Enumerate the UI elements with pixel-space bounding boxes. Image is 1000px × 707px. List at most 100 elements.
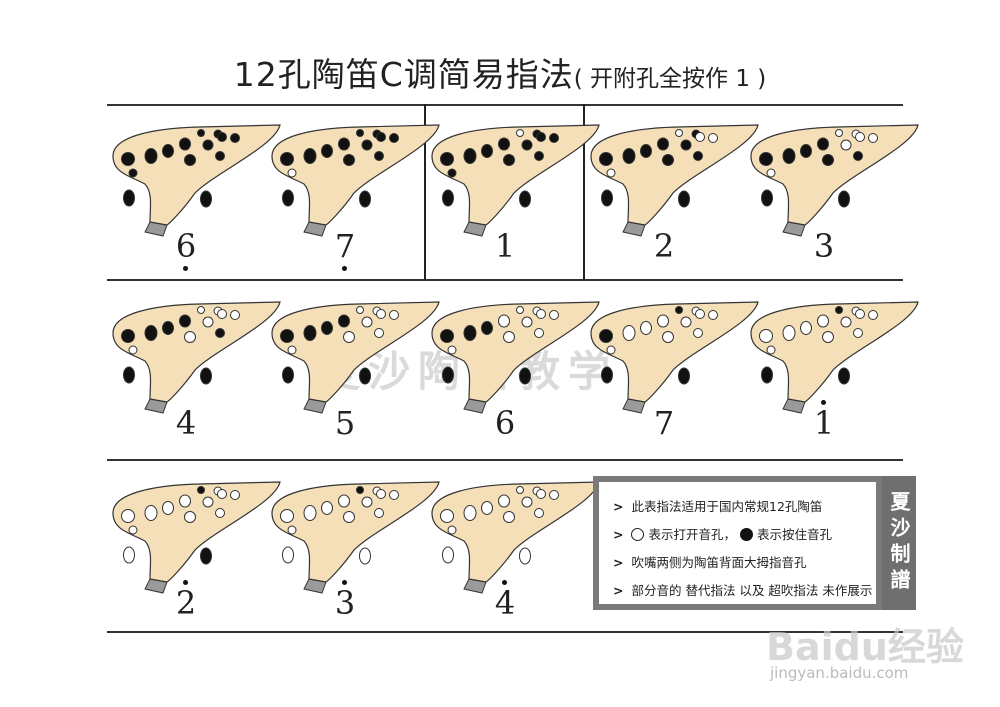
closed-hole (303, 325, 317, 341)
open-hole (516, 129, 524, 137)
divider-vertical-right (583, 104, 585, 280)
closed-hole (123, 189, 135, 207)
closed-hole (359, 367, 371, 385)
open-hole (376, 309, 386, 319)
open-hole (442, 546, 454, 564)
note-label: 2 (653, 227, 675, 265)
note-number: 6 (475, 407, 535, 439)
closed-hole (853, 151, 863, 161)
closed-hole (782, 148, 796, 164)
closed-hole (282, 366, 294, 384)
closed-hole (215, 328, 225, 338)
closed-hole (343, 154, 355, 166)
closed-hole (662, 154, 674, 166)
legend-arrow: > (613, 583, 624, 598)
closed-hole (693, 151, 703, 161)
open-hole (516, 306, 524, 314)
open-hole (800, 321, 812, 335)
closed-hole (447, 168, 457, 178)
legend-arrow: > (613, 555, 624, 570)
fingering-cell: 5 (264, 295, 440, 470)
open-hole (503, 331, 515, 343)
closed-hole (144, 325, 158, 341)
open-hole (280, 509, 294, 523)
closed-hole (356, 486, 364, 494)
open-hole (128, 525, 138, 535)
ocarina-diagram (431, 301, 600, 414)
open-hole (534, 328, 544, 338)
closed-hole (321, 144, 333, 158)
note-number: 3 (794, 230, 854, 262)
fingering-cell: 7 (264, 118, 440, 293)
open-hole (868, 133, 878, 143)
open-hole (123, 546, 135, 564)
note-label: 4 (175, 404, 197, 442)
closed-hole (200, 547, 212, 565)
ocarina-diagram (431, 124, 600, 237)
ocarina-diagram (750, 124, 919, 237)
note-number: 7 (634, 407, 694, 439)
title-main: 12孔陶笛C调简易指法 (233, 55, 574, 94)
open-hole (759, 329, 773, 343)
closed-hole (202, 139, 214, 151)
open-hole (303, 505, 317, 521)
open-hole (179, 494, 191, 508)
divider-row-2 (107, 459, 903, 461)
open-hole (708, 310, 718, 320)
closed-hole (376, 132, 386, 142)
note-label: 6 (494, 404, 516, 442)
ocarina-diagram (750, 301, 919, 414)
open-hole (356, 306, 364, 314)
baidu-watermark-logo: Baidu经验 (766, 625, 964, 669)
legend-item-4: >部分音的 替代指法 以及 超吹指法 未作展示 (613, 580, 872, 599)
open-hole (498, 494, 510, 508)
closed-hole (640, 144, 652, 158)
closed-hole (197, 129, 205, 137)
closed-hole (761, 366, 773, 384)
closed-hole (761, 189, 773, 207)
closed-hole (521, 139, 533, 151)
note-label: 6 (175, 227, 197, 265)
open-hole (521, 496, 533, 508)
closed-hole (835, 306, 843, 314)
open-hole (389, 310, 399, 320)
open-hole (835, 129, 843, 137)
closed-hole (128, 168, 138, 178)
closed-hole (144, 148, 158, 164)
open-hole (343, 511, 355, 523)
note-label: 3 (813, 227, 835, 265)
open-hole (708, 133, 718, 143)
ocarina-body (431, 481, 600, 583)
closed-hole (481, 321, 493, 335)
open-hole (855, 309, 865, 319)
open-hole (855, 132, 865, 142)
fingering-cell: 1 (743, 295, 919, 470)
open-hole (536, 489, 546, 499)
open-hole (144, 505, 158, 521)
page-title: 12孔陶笛C调简易指法( 开附孔全按作 1 ) (0, 48, 1000, 96)
closed-hole (759, 152, 773, 166)
open-hole (287, 168, 297, 178)
divider-row-bottom (107, 631, 903, 633)
low-octave-dot (342, 266, 347, 271)
closed-hole (179, 314, 191, 328)
closed-hole (601, 366, 613, 384)
ocarina-diagram (590, 124, 759, 237)
open-hole (516, 486, 524, 494)
high-octave-dot (821, 400, 826, 405)
ocarina-body (271, 124, 440, 226)
ocarina-body (431, 301, 600, 403)
open-hole (389, 490, 399, 500)
ocarina-diagram (271, 481, 440, 594)
open-hole (359, 547, 371, 565)
open-hole (463, 505, 477, 521)
closed-hole (519, 367, 531, 385)
open-hole (606, 345, 616, 355)
open-hole (215, 508, 225, 518)
open-hole (695, 309, 705, 319)
closed-hole (503, 154, 515, 166)
legend-item-3-text: 吹嘴两侧为陶笛背面大拇指音孔 (631, 555, 807, 570)
closed-hole (838, 367, 850, 385)
note-label: 7 (653, 404, 675, 442)
closed-hole (657, 137, 669, 151)
